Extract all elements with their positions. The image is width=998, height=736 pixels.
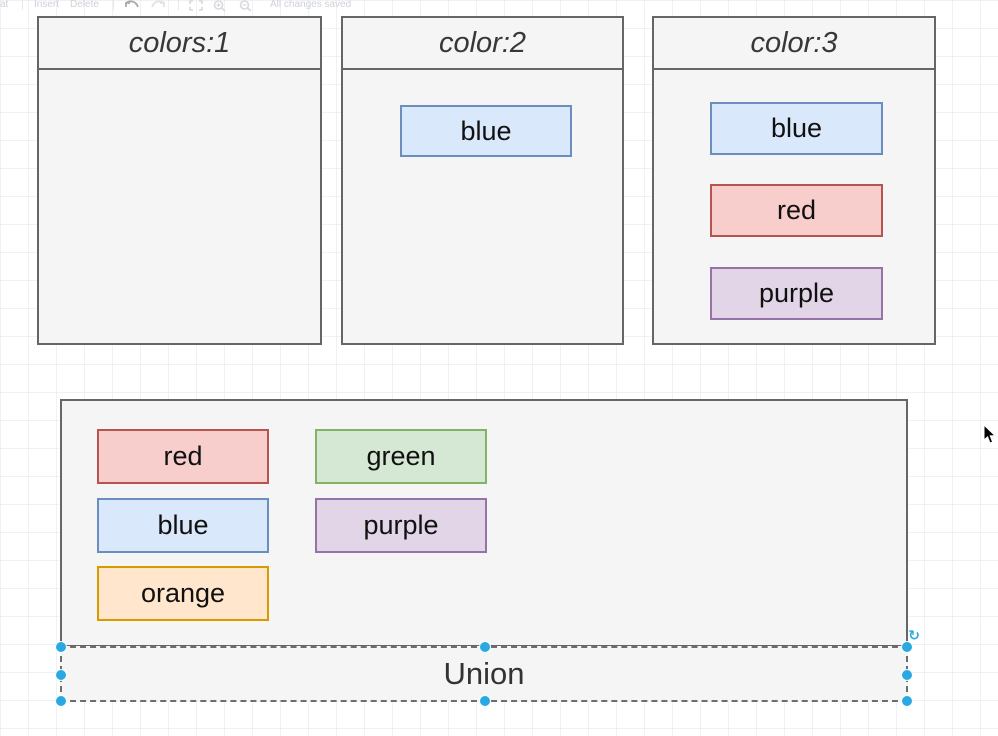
selection-handle-top-left[interactable]	[56, 642, 66, 652]
insert-menu-label[interactable]: Insert	[34, 0, 60, 10]
selection-handle-bottom-right[interactable]	[902, 696, 912, 706]
tag-red[interactable]: red	[97, 429, 269, 484]
save-status-text: All changes saved	[270, 0, 352, 10]
tag-blue[interactable]: blue	[400, 105, 572, 157]
tag-purple[interactable]: purple	[710, 267, 883, 320]
toolbar-divider	[113, 0, 114, 10]
format-menu-label-clipped[interactable]: at	[0, 0, 9, 10]
union-title-label: Union	[443, 656, 525, 691]
list-title: colors:1	[39, 18, 320, 70]
list-shape-color-2[interactable]: color:2 blue	[341, 16, 624, 345]
redo-icon[interactable]	[150, 0, 166, 10]
tag-green[interactable]: green	[315, 429, 487, 484]
fit-page-icon[interactable]	[189, 0, 203, 11]
list-shape-colors-1[interactable]: colors:1	[37, 16, 322, 345]
selection-handle-bottom-middle[interactable]	[480, 696, 490, 706]
list-title: color:2	[343, 18, 622, 70]
list-shape-color-3[interactable]: color:3 blue red purple	[652, 16, 936, 345]
mouse-cursor-arrow	[983, 423, 998, 450]
tag-orange[interactable]: orange	[97, 566, 269, 621]
tag-blue[interactable]: blue	[710, 102, 883, 155]
delete-menu-label[interactable]: Delete	[70, 0, 99, 10]
top-toolbar: at Insert Delete All changes saved	[0, 0, 998, 12]
selection-handle-bottom-left[interactable]	[56, 696, 66, 706]
selection-handle-top-middle[interactable]	[480, 642, 490, 652]
selection-handle-top-right[interactable]	[902, 642, 912, 652]
list-title: color:3	[654, 18, 934, 70]
rotate-handle-icon[interactable]: ↻	[908, 627, 920, 643]
selection-handle-middle-right[interactable]	[902, 670, 912, 680]
zoom-out-icon[interactable]	[239, 0, 252, 12]
selection-handle-middle-left[interactable]	[56, 670, 66, 680]
toolbar-divider	[22, 0, 23, 10]
zoom-in-icon[interactable]	[213, 0, 226, 12]
tag-blue[interactable]: blue	[97, 498, 269, 553]
toolbar-divider	[178, 0, 179, 10]
tag-red[interactable]: red	[710, 184, 883, 237]
union-title-bar-selected[interactable]: Union ↻	[56, 628, 920, 706]
tag-purple[interactable]: purple	[315, 498, 487, 553]
undo-icon[interactable]	[124, 0, 140, 10]
union-container[interactable]: red green blue purple orange	[60, 399, 908, 647]
